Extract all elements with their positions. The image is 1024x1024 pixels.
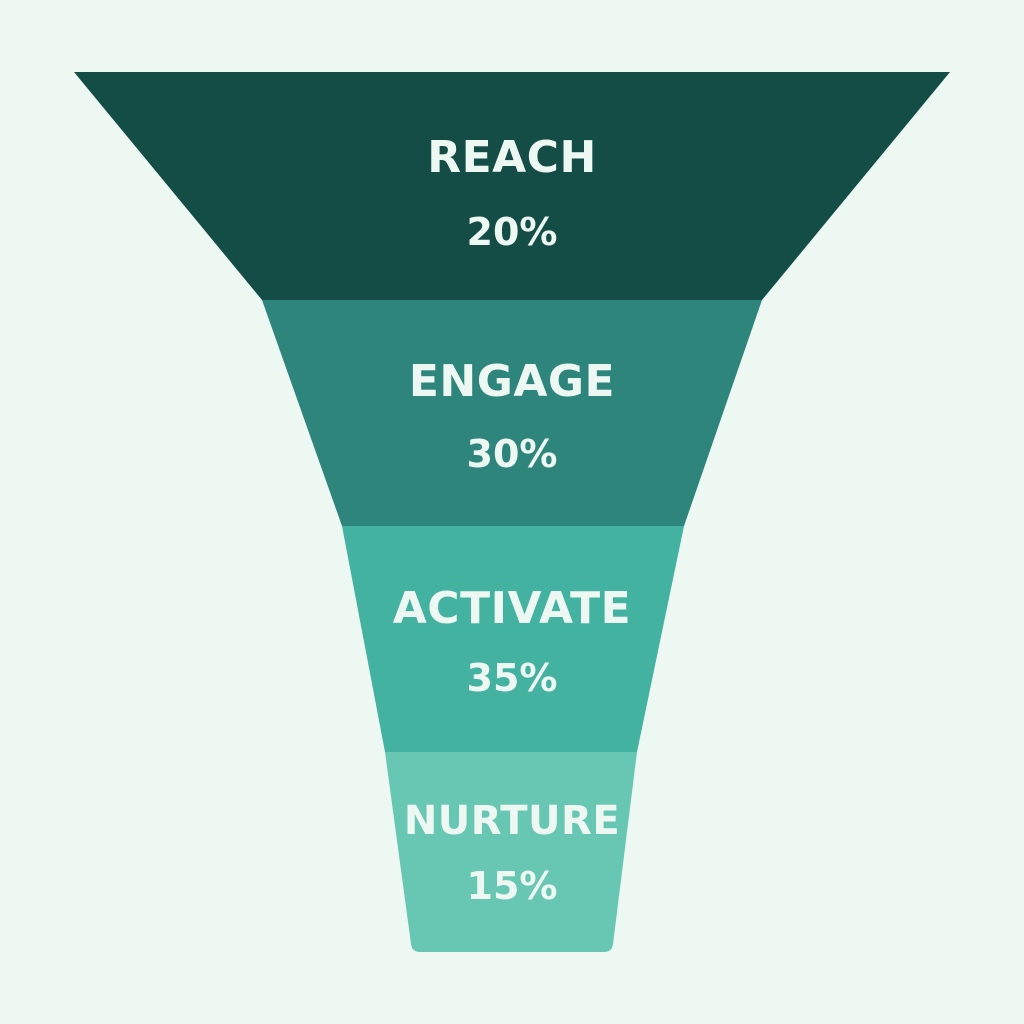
stage-name-nurture: NURTURE — [403, 798, 621, 844]
stage-percent-engage: 30% — [466, 432, 558, 476]
funnel-segment-nurture — [385, 752, 637, 952]
stage-percent-reach: 20% — [466, 210, 558, 254]
funnel-segment-reach — [74, 72, 950, 300]
stage-name-activate: ACTIVATE — [392, 583, 632, 634]
funnel-segment-engage — [262, 300, 762, 526]
stage-percent-nurture: 15% — [466, 864, 558, 908]
stage-name-engage: ENGAGE — [408, 356, 616, 407]
stage-percent-activate: 35% — [466, 656, 558, 700]
funnel-segment-activate — [342, 526, 684, 752]
stage-name-reach: REACH — [427, 132, 597, 183]
